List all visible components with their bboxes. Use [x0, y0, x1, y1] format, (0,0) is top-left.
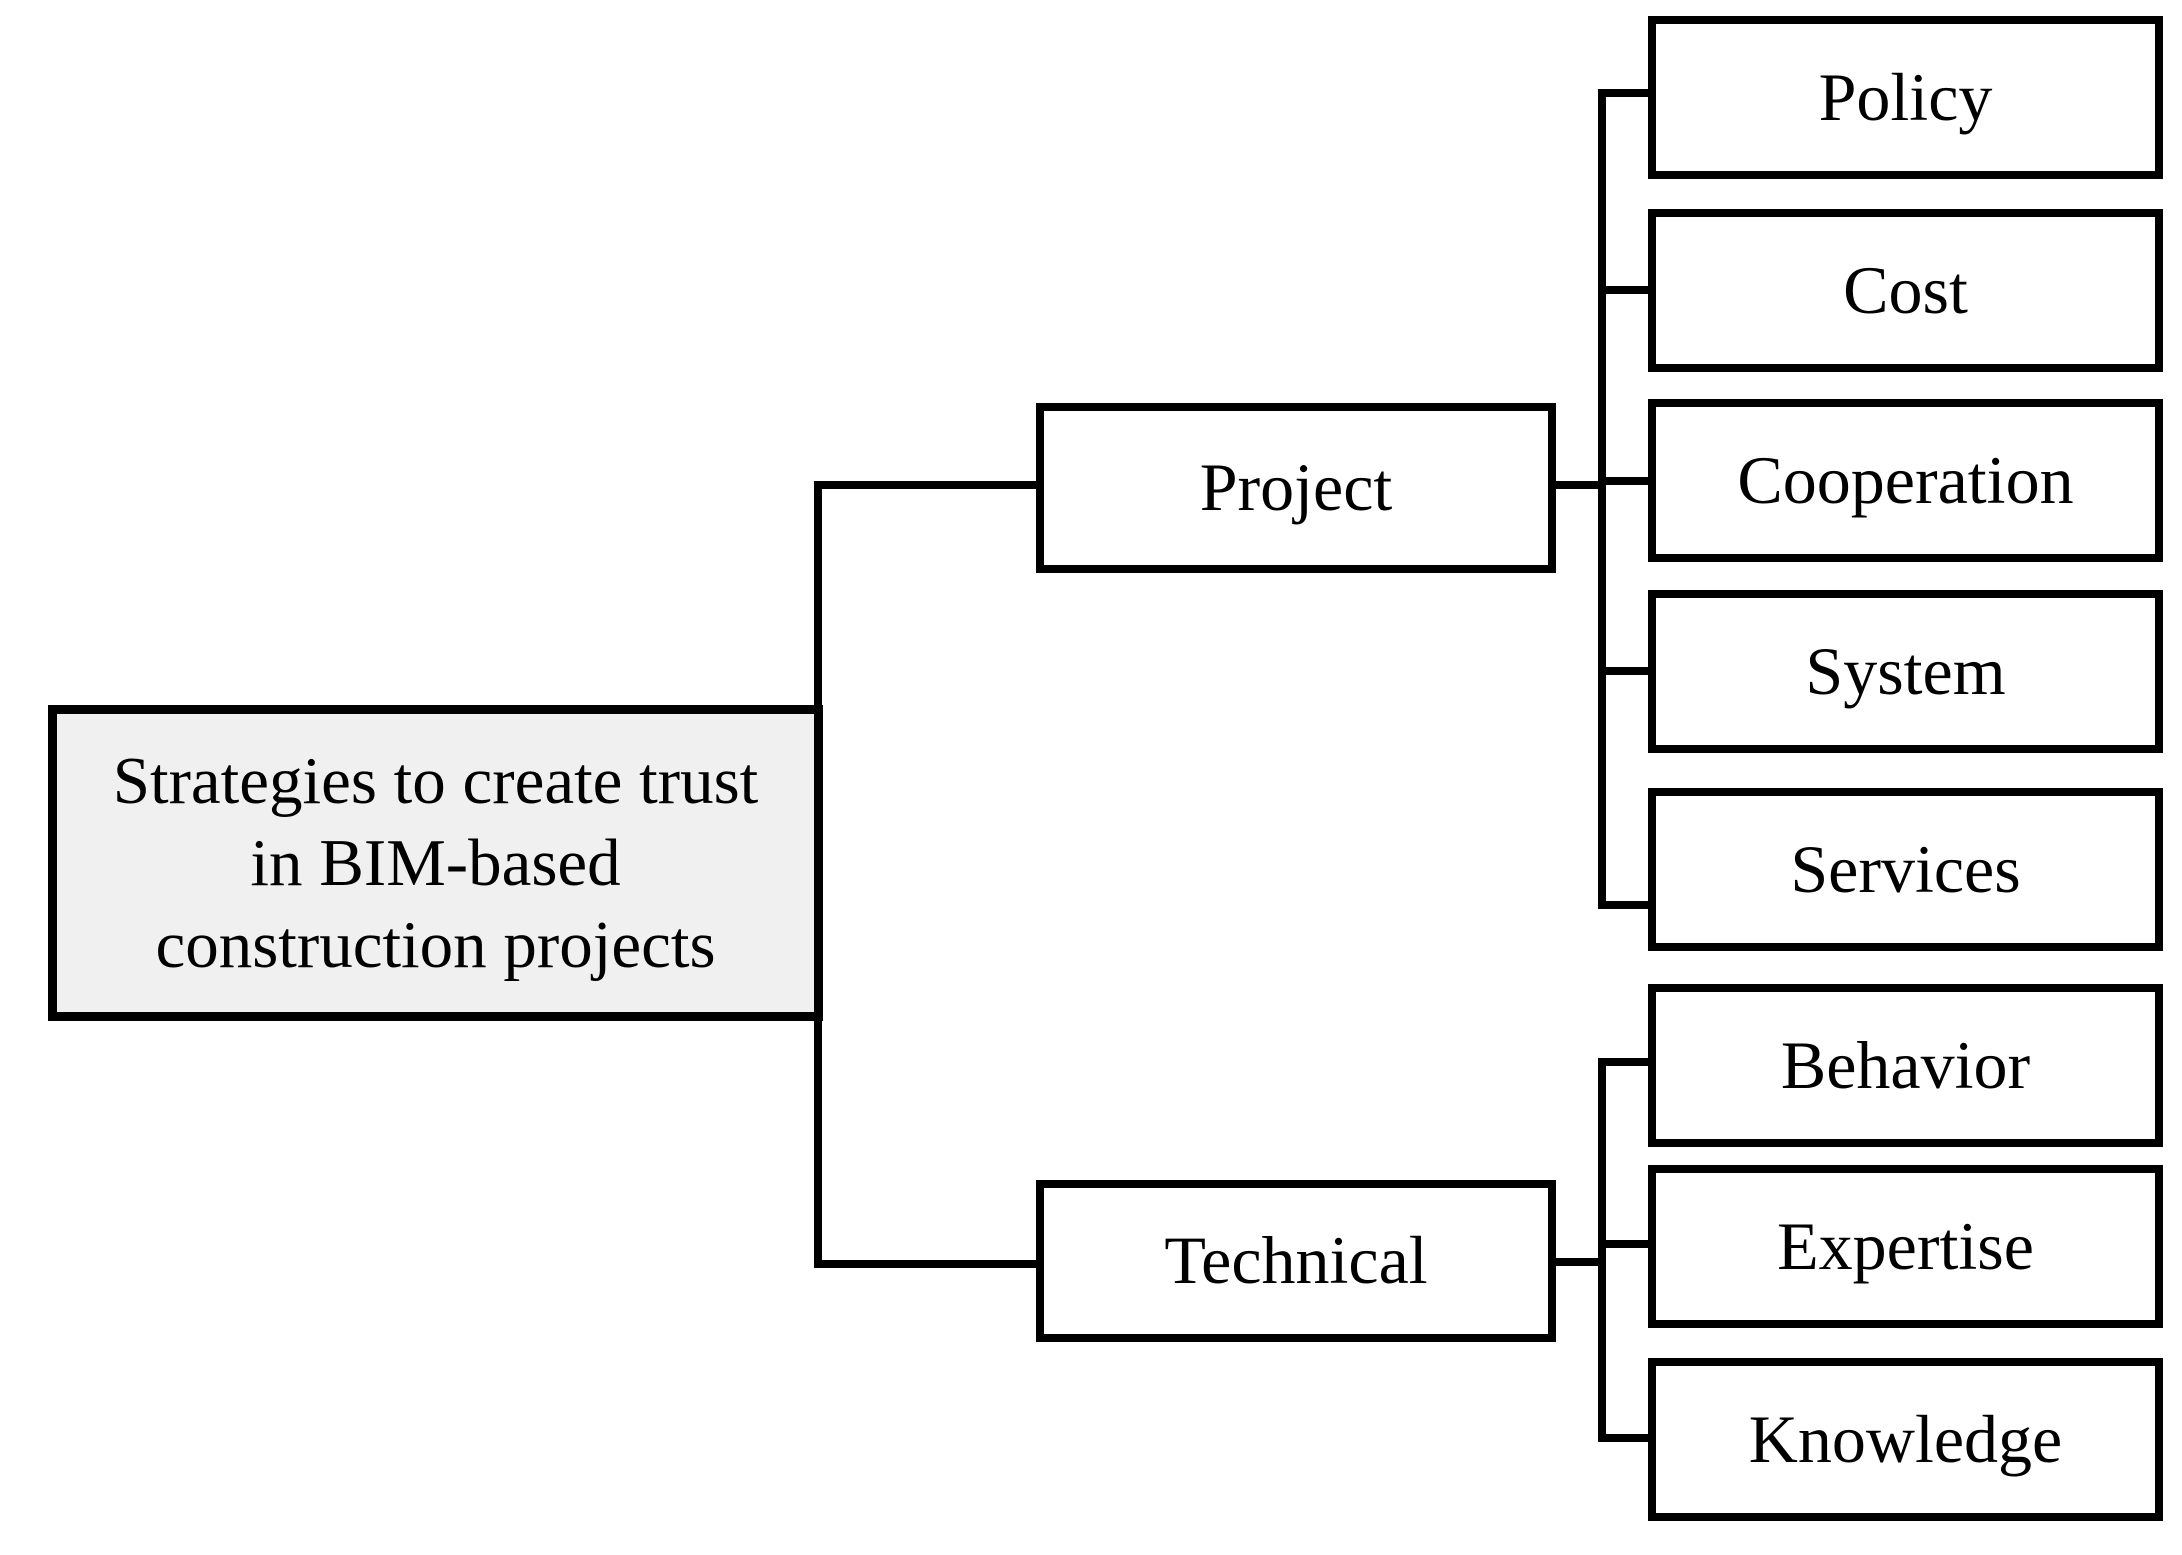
- node-project[interactable]: Project: [1036, 403, 1556, 573]
- node-behavior-label: Behavior: [1780, 1026, 2031, 1103]
- connector-technical-to-trunk: [1552, 1258, 1606, 1266]
- node-cost[interactable]: Cost: [1648, 209, 2163, 372]
- connector-technical-to-expertise: [1598, 1240, 1652, 1248]
- node-technical[interactable]: Technical: [1036, 1180, 1556, 1342]
- node-system[interactable]: System: [1648, 590, 2163, 753]
- connector-project-to-cost: [1598, 286, 1652, 294]
- connector-project-to-trunk: [1552, 481, 1606, 489]
- node-knowledge[interactable]: Knowledge: [1648, 1358, 2163, 1521]
- connector-project-to-services: [1598, 901, 1652, 909]
- node-technical-label: Technical: [1164, 1222, 1428, 1299]
- node-knowledge-label: Knowledge: [1748, 1400, 2063, 1477]
- node-cooperation-label: Cooperation: [1737, 441, 2074, 518]
- connector-root-to-technical: [814, 1260, 1040, 1268]
- node-policy-label: Policy: [1818, 58, 1993, 135]
- node-expertise[interactable]: Expertise: [1648, 1165, 2163, 1328]
- connector-project-to-policy: [1598, 89, 1652, 97]
- node-behavior[interactable]: Behavior: [1648, 984, 2163, 1147]
- connector-project-to-cooperation: [1598, 477, 1652, 485]
- connector-root-to-project: [814, 481, 1040, 489]
- node-cooperation[interactable]: Cooperation: [1648, 399, 2163, 562]
- node-cost-label: Cost: [1843, 251, 1968, 328]
- node-root-label: Strategies to create trust in BIM-based …: [112, 744, 759, 982]
- node-services[interactable]: Services: [1648, 788, 2163, 951]
- connector-project-to-system: [1598, 667, 1652, 675]
- connector-project-trunk: [1598, 89, 1606, 909]
- connector-technical-to-behavior: [1598, 1058, 1652, 1066]
- node-project-label: Project: [1199, 449, 1393, 526]
- node-services-label: Services: [1790, 830, 2021, 907]
- connector-technical-trunk: [1598, 1058, 1606, 1442]
- node-system-label: System: [1805, 632, 2006, 709]
- node-policy[interactable]: Policy: [1648, 16, 2163, 179]
- connector-technical-to-knowledge: [1598, 1434, 1652, 1442]
- node-root[interactable]: Strategies to create trust in BIM-based …: [48, 705, 823, 1021]
- node-expertise-label: Expertise: [1777, 1207, 2034, 1284]
